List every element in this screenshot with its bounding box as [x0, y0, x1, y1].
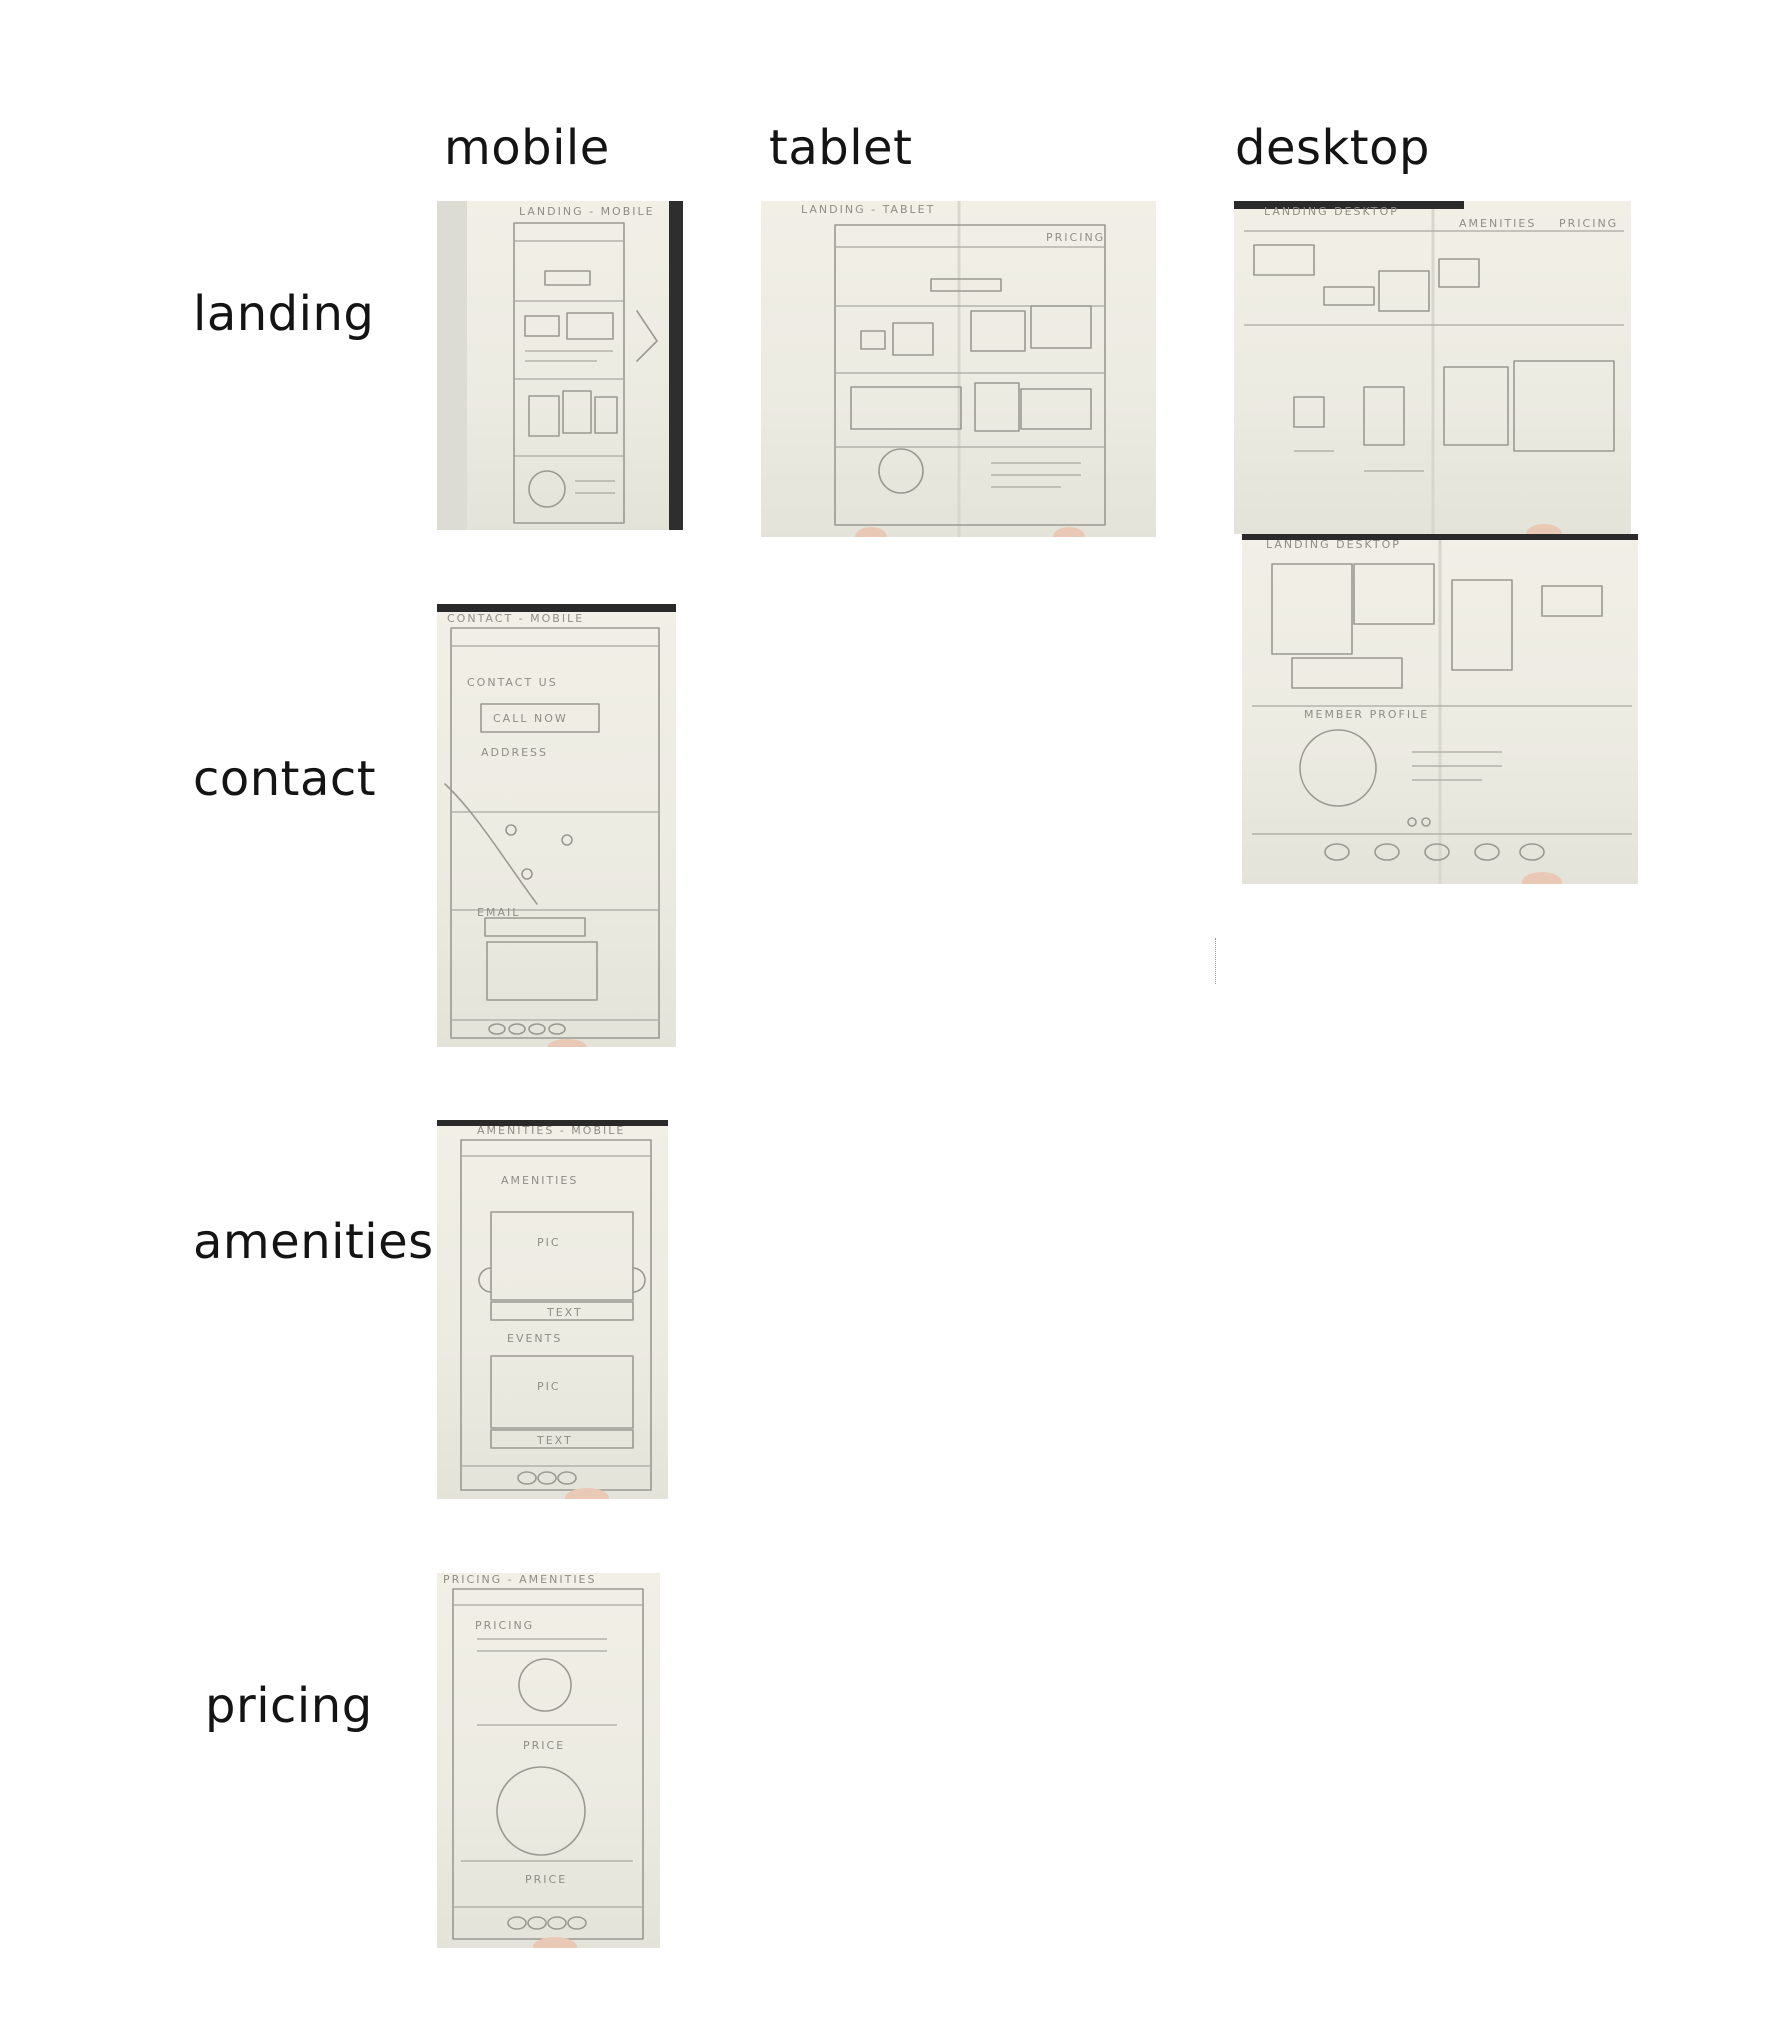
sketch-text-1: TEXT: [546, 1306, 583, 1319]
sketch-text-2: TEXT: [536, 1434, 573, 1447]
sketch-amenities-mobile: AMENITIES - MOBILE AMENITIES PIC TEXT EV…: [437, 1120, 668, 1499]
sketch-contact-mobile: CONTACT - MOBILE CONTACT US CALL NOW ADD…: [437, 604, 676, 1047]
sketch-pic-2: PIC: [537, 1380, 561, 1393]
column-header-desktop: desktop: [1235, 120, 1430, 176]
sketch-landing-mobile: LANDING - MOBILE: [437, 201, 683, 530]
sketch-price-2: PRICE: [525, 1873, 567, 1886]
sketch-pricing-heading: PRICING: [475, 1619, 534, 1632]
sketch-email: EMAIL: [477, 906, 520, 919]
sketch-photo-amenities-mobile: AMENITIES - MOBILE AMENITIES PIC TEXT EV…: [437, 1120, 668, 1499]
sketch-contact-us: CONTACT US: [467, 676, 558, 689]
sketch-title-landing-tablet: LANDING - TABLET: [801, 203, 935, 216]
sketch-member-profile: MEMBER PROFILE: [1304, 708, 1429, 721]
row-label-landing: landing: [193, 286, 375, 342]
sketch-landing-desktop-2: LANDING DESKTOP MEMBER PROFILE: [1242, 534, 1638, 884]
dotted-divider: [1215, 938, 1216, 984]
sketch-photo-pricing-mobile: PRICING - AMENITIES PRICING PRICE PRICE: [437, 1573, 660, 1948]
sketch-price-1: PRICE: [523, 1739, 565, 1752]
sketch-landing-desktop-1: LANDING DESKTOP AMENITIES PRICING: [1234, 201, 1624, 534]
sketch-title-landing-desktop: LANDING DESKTOP: [1264, 205, 1399, 218]
sketch-title-landing-desktop-2: LANDING DESKTOP: [1266, 538, 1401, 551]
sketch-call-now: CALL NOW: [493, 712, 568, 725]
sketch-events: EVENTS: [507, 1332, 562, 1345]
sketch-pricing-mobile: PRICING - AMENITIES PRICING PRICE PRICE: [443, 1573, 644, 1948]
sketch-nav-pricing-tablet: PRICING: [1046, 231, 1105, 244]
sketch-nav-pricing-desktop: PRICING: [1559, 217, 1618, 230]
sketch-nav-amenities-desktop: AMENITIES: [1459, 217, 1536, 230]
sketch-photo-landing-desktop-1: LANDING DESKTOP AMENITIES PRICING: [1234, 201, 1631, 534]
sketch-title-landing-mobile: LANDING - MOBILE: [519, 205, 655, 218]
sketch-photo-landing-tablet: LANDING - TABLET PRICING: [761, 201, 1156, 537]
sketch-title-pricing-amenities: PRICING - AMENITIES: [443, 1573, 597, 1586]
row-label-contact: contact: [193, 751, 377, 807]
sketch-title-amenities-mobile: AMENITIES - MOBILE: [477, 1124, 625, 1137]
column-header-tablet: tablet: [769, 120, 913, 176]
sketch-landing-tablet: LANDING - TABLET PRICING: [801, 201, 1106, 537]
sketch-photo-landing-desktop-2: LANDING DESKTOP MEMBER PROFILE: [1242, 534, 1638, 884]
sketch-photo-contact-mobile: CONTACT - MOBILE CONTACT US CALL NOW ADD…: [437, 604, 676, 1047]
column-header-mobile: mobile: [444, 120, 610, 176]
sketch-photo-landing-mobile: LANDING - MOBILE: [437, 201, 683, 530]
row-label-pricing: pricing: [205, 1678, 373, 1734]
sketch-address: ADDRESS: [481, 746, 548, 759]
row-label-amenities: amenities: [193, 1214, 434, 1270]
sketch-title-contact-mobile: CONTACT - MOBILE: [447, 612, 584, 625]
sketch-amenities-heading: AMENITIES: [501, 1174, 578, 1187]
sketch-pic-1: PIC: [537, 1236, 561, 1249]
